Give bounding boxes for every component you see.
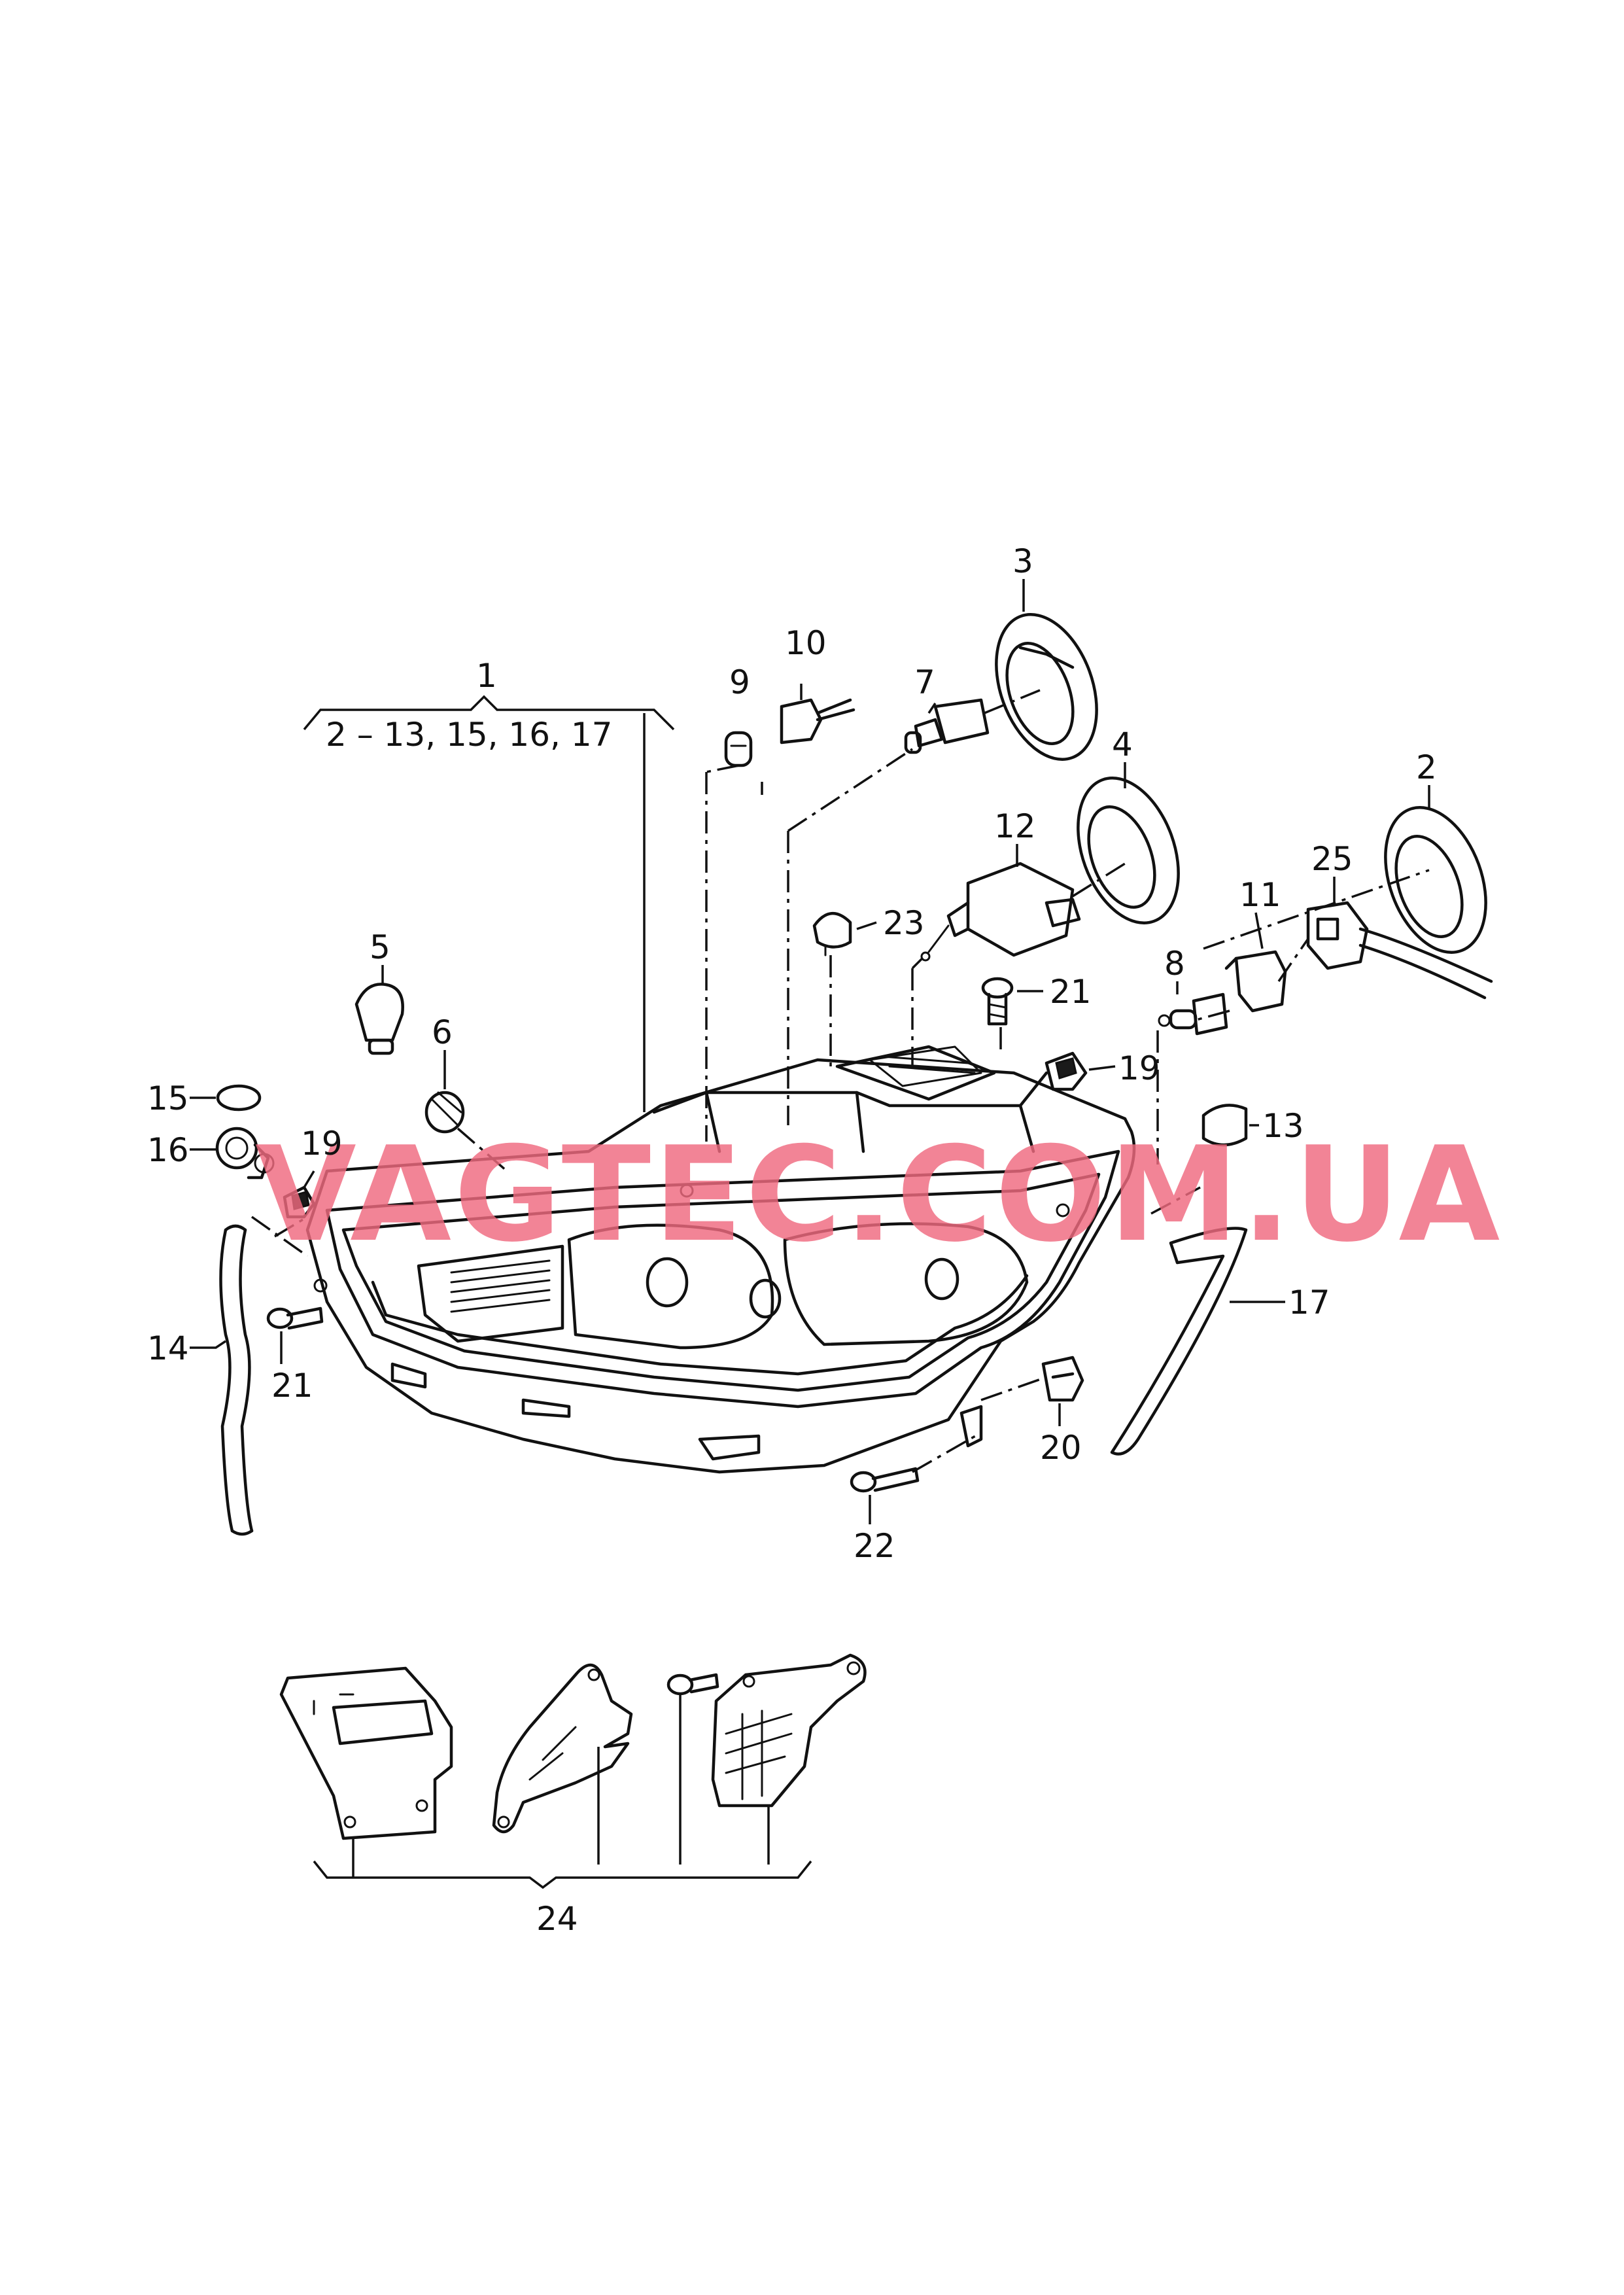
callout-3: 3 [1012, 542, 1033, 580]
callout-9: 9 [729, 663, 750, 701]
callout-8: 8 [1164, 945, 1185, 983]
callout-17: 17 [1288, 1284, 1330, 1322]
bracket-set-part-24 [279, 1653, 867, 1840]
callout-21-upper: 21 [1050, 973, 1092, 1011]
callout-10: 10 [785, 624, 827, 662]
callout-11: 11 [1239, 876, 1281, 914]
bulb-part-9 [724, 731, 753, 767]
socket-part-10 [780, 698, 855, 745]
callout-4: 4 [1112, 726, 1133, 763]
callout-15: 15 [147, 1079, 189, 1117]
hose-part-14 [219, 1224, 254, 1536]
trim-strip-part-17 [1110, 1227, 1248, 1456]
callout-16: 16 [147, 1131, 189, 1169]
screw-part-21-lower [266, 1306, 324, 1330]
bulb-part-6 [424, 1091, 465, 1134]
seal-part-15 [216, 1084, 262, 1112]
callout-6: 6 [432, 1013, 453, 1051]
plug-part-23 [812, 911, 852, 956]
callout-23: 23 [883, 904, 925, 942]
bulb-part-7 [904, 698, 990, 754]
cap-part-13 [1201, 1104, 1248, 1147]
callout-21-lower: 21 [271, 1367, 313, 1405]
callout-2: 2 [1416, 748, 1437, 786]
screw-part-22 [850, 1467, 920, 1493]
callout-22: 22 [854, 1527, 895, 1565]
leader-lines [190, 579, 1430, 1889]
actuator-part-12 [920, 862, 1081, 962]
callout-5: 5 [370, 928, 390, 966]
callout-25: 25 [1311, 840, 1353, 878]
callout-19-left: 19 [301, 1125, 343, 1163]
callout-7: 7 [914, 663, 935, 701]
clip-part-19-left [283, 1185, 316, 1219]
group-label-1: 1 [476, 657, 497, 695]
bracket-grid [725, 1709, 793, 1800]
group-label-1-contents: 2 – 13, 15, 16, 17 [326, 716, 612, 754]
bulb-part-5 [354, 983, 404, 1055]
cap-part-2 [1384, 806, 1487, 954]
callout-14: 14 [147, 1329, 189, 1367]
callout-19-right: 19 [1118, 1049, 1160, 1087]
holder-part-11 [1224, 950, 1287, 1013]
bulb-holder-part-16 [215, 1127, 275, 1180]
group-label-24: 24 [536, 1900, 578, 1938]
connector-part-25 [1306, 901, 1493, 1000]
cap-part-3 [995, 613, 1098, 761]
callout-20: 20 [1040, 1429, 1082, 1467]
callout-13: 13 [1262, 1107, 1304, 1145]
cap-part-4 [1077, 777, 1180, 924]
screw-part-21-upper [981, 977, 1014, 1026]
watermark-text: VAGTEC.COM.UA [255, 1119, 1502, 1271]
lens-fins [450, 1259, 551, 1313]
callout-12: 12 [994, 807, 1036, 845]
clip-part-19-right [1045, 1051, 1088, 1091]
clip-part-20 [1041, 1356, 1084, 1402]
bulb-part-8 [1158, 992, 1228, 1036]
headlight-housing [305, 1045, 1136, 1474]
